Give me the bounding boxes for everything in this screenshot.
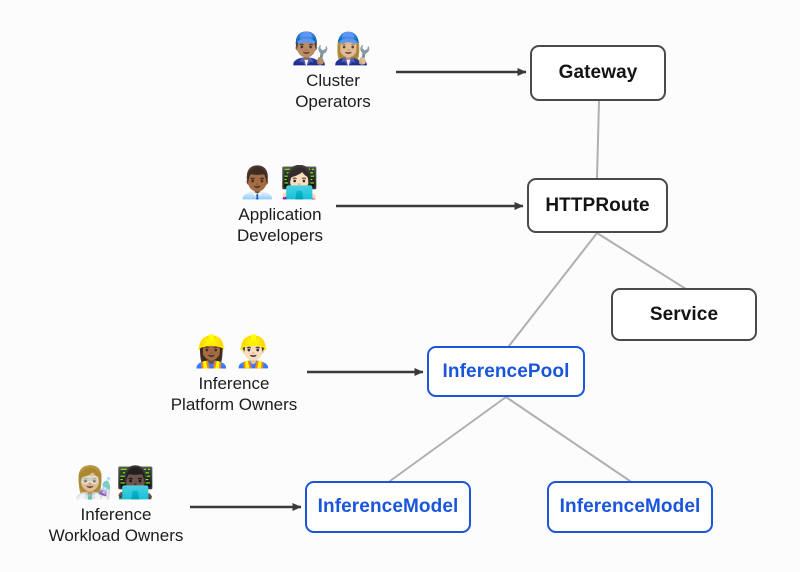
actor-cluster-operators[interactable]: 👨🏽‍🔧👩🏼‍🔧 Cluster Operators [258,30,408,112]
node-inferencemodel-2[interactable]: InferenceModel [547,481,713,533]
node-service[interactable]: Service [611,288,757,341]
edge-gateway-httproute [596,100,600,179]
edge-httproute-service [596,232,687,290]
edge-httproute-inferencepool [508,232,598,347]
cluster-operators-emoji: 👨🏽‍🔧👩🏼‍🔧 [291,31,375,66]
edge-inferencepool-inferencemodel-2 [505,396,631,482]
actor-inference-platform-owners[interactable]: 👷🏾‍♀️👷🏻‍♂️ Inference Platform Owners [148,333,320,415]
node-inferencemodel-1[interactable]: InferenceModel [305,481,471,533]
actor-application-developers[interactable]: 👨🏾‍💼👩🏻‍💻 Application Developers [205,164,355,246]
node-httproute[interactable]: HTTPRoute [527,178,668,233]
node-service-label: Service [649,303,719,325]
cluster-operators-label: Cluster Operators [295,71,371,111]
node-gateway[interactable]: Gateway [530,45,666,101]
inference-platform-owners-emoji: 👷🏾‍♀️👷🏻‍♂️ [192,334,276,369]
inference-workload-owners-label: Inference Workload Owners [48,505,184,545]
edge-inferencepool-inferencemodel-1 [389,396,507,482]
inference-platform-owners-label: Inference Platform Owners [170,374,298,414]
node-inferencepool-label: InferencePool [442,360,570,382]
node-gateway-label: Gateway [558,62,638,83]
node-inferencemodel-1-label: InferenceModel [317,496,459,517]
node-inferencepool[interactable]: InferencePool [427,346,585,397]
inference-workload-owners-emoji: 👩🏼‍🔬👨🏿‍💻 [74,465,158,500]
application-developers-emoji: 👨🏾‍💼👩🏻‍💻 [238,165,322,200]
node-httproute-label: HTTPRoute [545,194,650,216]
actor-inference-workload-owners[interactable]: 👩🏼‍🔬👨🏿‍💻 Inference Workload Owners [28,464,204,546]
application-developers-label: Application Developers [237,205,323,245]
node-inferencemodel-2-label: InferenceModel [559,496,701,517]
